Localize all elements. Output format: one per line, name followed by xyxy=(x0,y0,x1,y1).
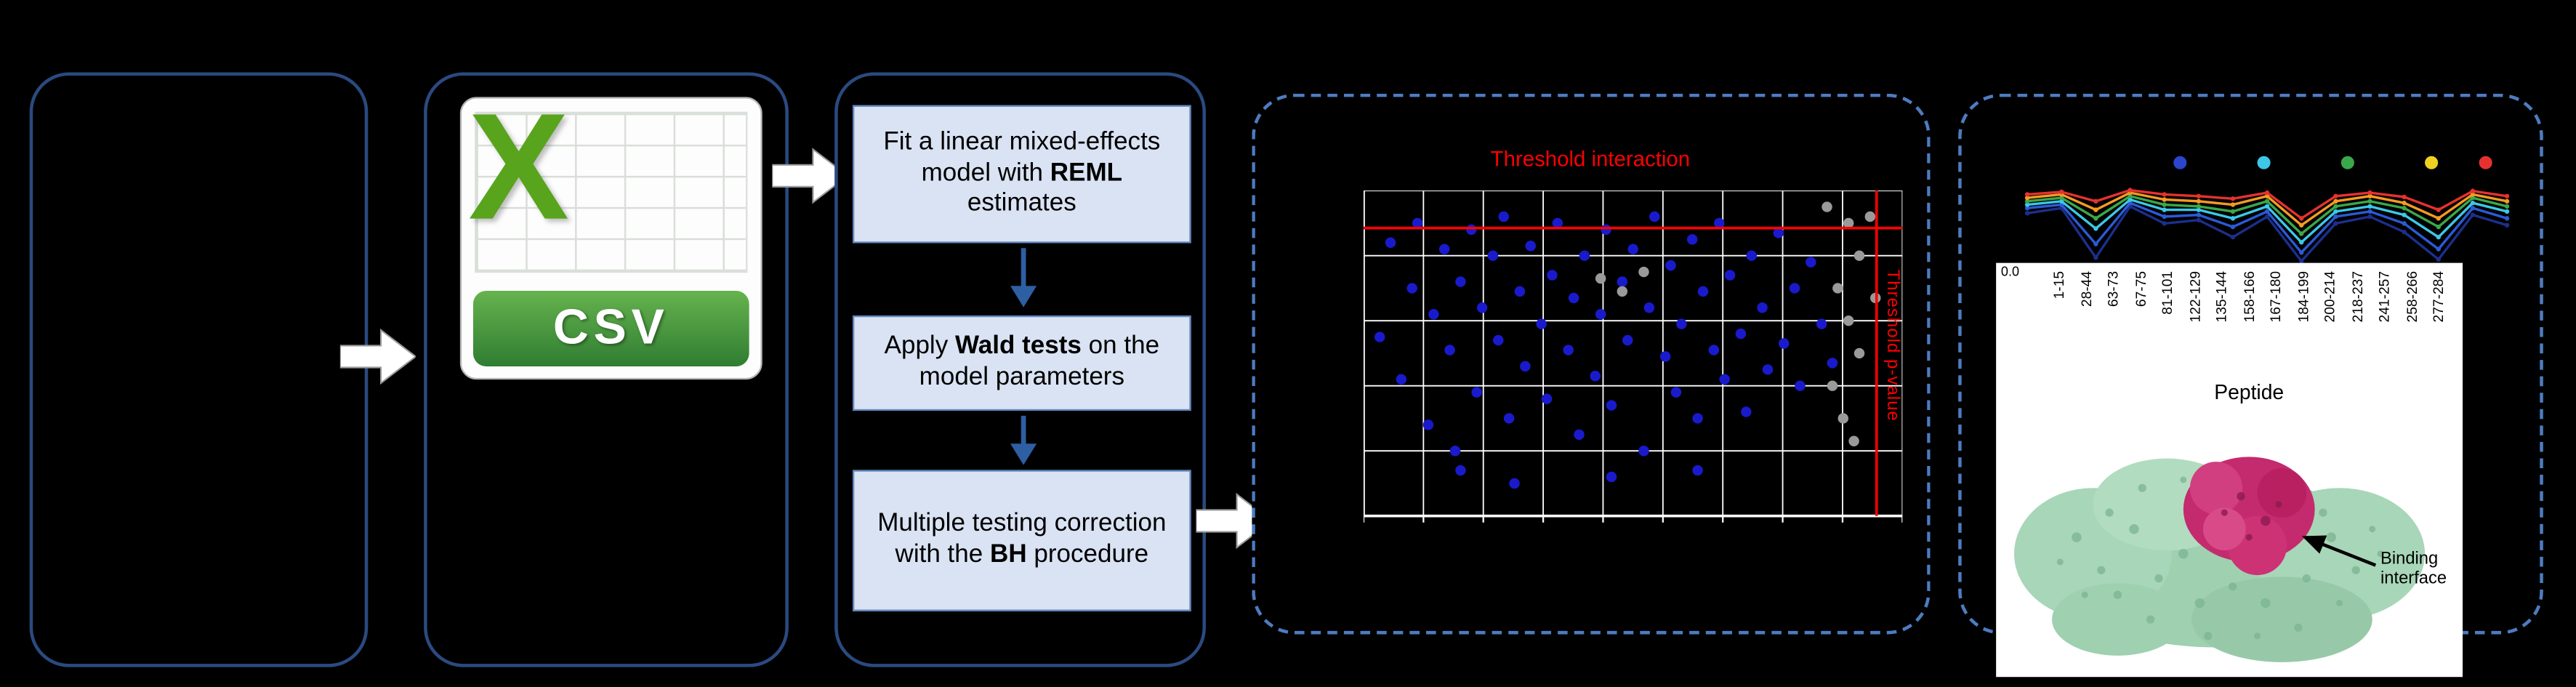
step-text-pre: Fit a linear mixed-effects model with xyxy=(883,127,1161,187)
step-text-post: procedure xyxy=(1026,540,1149,569)
legend-dots xyxy=(2021,156,2513,173)
csv-file-icon: X CSV xyxy=(459,84,762,380)
step-bh-correction: Multiple testing correction with the BH … xyxy=(853,470,1191,611)
legend-dot xyxy=(2425,156,2439,169)
peptide-profile-chart xyxy=(2024,188,2510,264)
peptide-tick-label: 67-75 xyxy=(2131,270,2149,308)
step-text-post: on the model parameters xyxy=(919,332,1160,391)
threshold-pvalue-label: Threshold p-value xyxy=(1883,269,1903,422)
spreadsheet-grid xyxy=(475,111,748,273)
step-reml-model: Fit a linear mixed-effects model with RE… xyxy=(853,105,1191,244)
legend-dot xyxy=(2173,156,2187,169)
volcano-scatter-plot xyxy=(1363,190,1903,523)
peptide-tick-label: 28-44 xyxy=(2077,270,2094,308)
peptide-tick-label: 1-15 xyxy=(2050,270,2067,300)
down-arrow-icon xyxy=(1010,415,1037,465)
peptide-axis-title: Peptide xyxy=(2214,381,2285,405)
panel-csv-file: X CSV xyxy=(424,72,789,667)
peptide-figure-card: 0.0 1-15 28-44 63-73 67-75 81-101 122-129 135-… xyxy=(1996,262,2463,678)
panel-volcano-plot: Threshold interaction Threshold p-value xyxy=(1252,93,1931,635)
peptide-tick-label: 277-284 xyxy=(2430,270,2447,323)
step-text-pre: Apply xyxy=(884,332,955,361)
protein-structure xyxy=(2014,457,2426,662)
peptide-tick-label: 135-144 xyxy=(2213,270,2230,323)
peptide-tick-label: 63-73 xyxy=(2104,270,2122,308)
peptide-tick-label: 158-166 xyxy=(2240,270,2257,323)
peptide-tick-label: 81-101 xyxy=(2159,270,2175,315)
y-axis-tick: 0.0 xyxy=(2000,264,2020,280)
step-text-bold: BH xyxy=(990,540,1027,569)
legend-dot xyxy=(2479,156,2492,169)
legend-dot xyxy=(2340,156,2354,169)
step-text-bold: REML xyxy=(1050,158,1123,187)
peptide-axis-labels: 1-15 28-44 63-73 67-75 81-101 122-129 135-144 1… xyxy=(2050,270,2447,373)
peptide-tick-label: 184-199 xyxy=(2295,270,2311,323)
flow-arrow-icon xyxy=(339,328,416,385)
panel-input-data xyxy=(29,72,369,667)
excel-x-logo: X xyxy=(468,84,569,252)
binding-interface-annotation: Binding interface xyxy=(2380,548,2447,589)
threshold-interaction-label: Threshold interaction xyxy=(1490,146,1691,172)
peptide-tick-label: 200-214 xyxy=(2322,270,2338,323)
step-text: Fit a linear mixed-effects model with RE… xyxy=(864,127,1180,220)
step-text-pre: Multiple testing correction with the xyxy=(877,509,1167,569)
down-arrow-icon xyxy=(1010,248,1037,308)
annotation-arrow-icon xyxy=(2301,535,2377,567)
flow-arrow-icon xyxy=(772,148,848,204)
panel-statistical-model: Fit a linear mixed-effects model with RE… xyxy=(834,72,1206,667)
legend-dot xyxy=(2257,156,2271,169)
peptide-tick-label: 218-237 xyxy=(2348,270,2366,323)
peptide-tick-label: 167-180 xyxy=(2267,270,2285,323)
peptide-tick-label: 258-266 xyxy=(2403,270,2420,323)
peptide-tick-label: 122-129 xyxy=(2186,270,2203,323)
peptide-tick-label: 241-257 xyxy=(2376,270,2393,323)
step-text-bold: Wald tests xyxy=(954,332,1082,361)
step-text: Multiple testing correction with the BH … xyxy=(864,510,1180,571)
step-wald-tests: Apply Wald tests on the model parameters xyxy=(853,315,1191,411)
csv-banner-label: CSV xyxy=(472,291,749,367)
step-text: Apply Wald tests on the model parameters xyxy=(864,332,1180,394)
panel-results: 0.0 1-15 28-44 63-73 67-75 81-101 122-129 135-… xyxy=(1958,93,2543,678)
step-text-post: estimates xyxy=(967,189,1076,218)
